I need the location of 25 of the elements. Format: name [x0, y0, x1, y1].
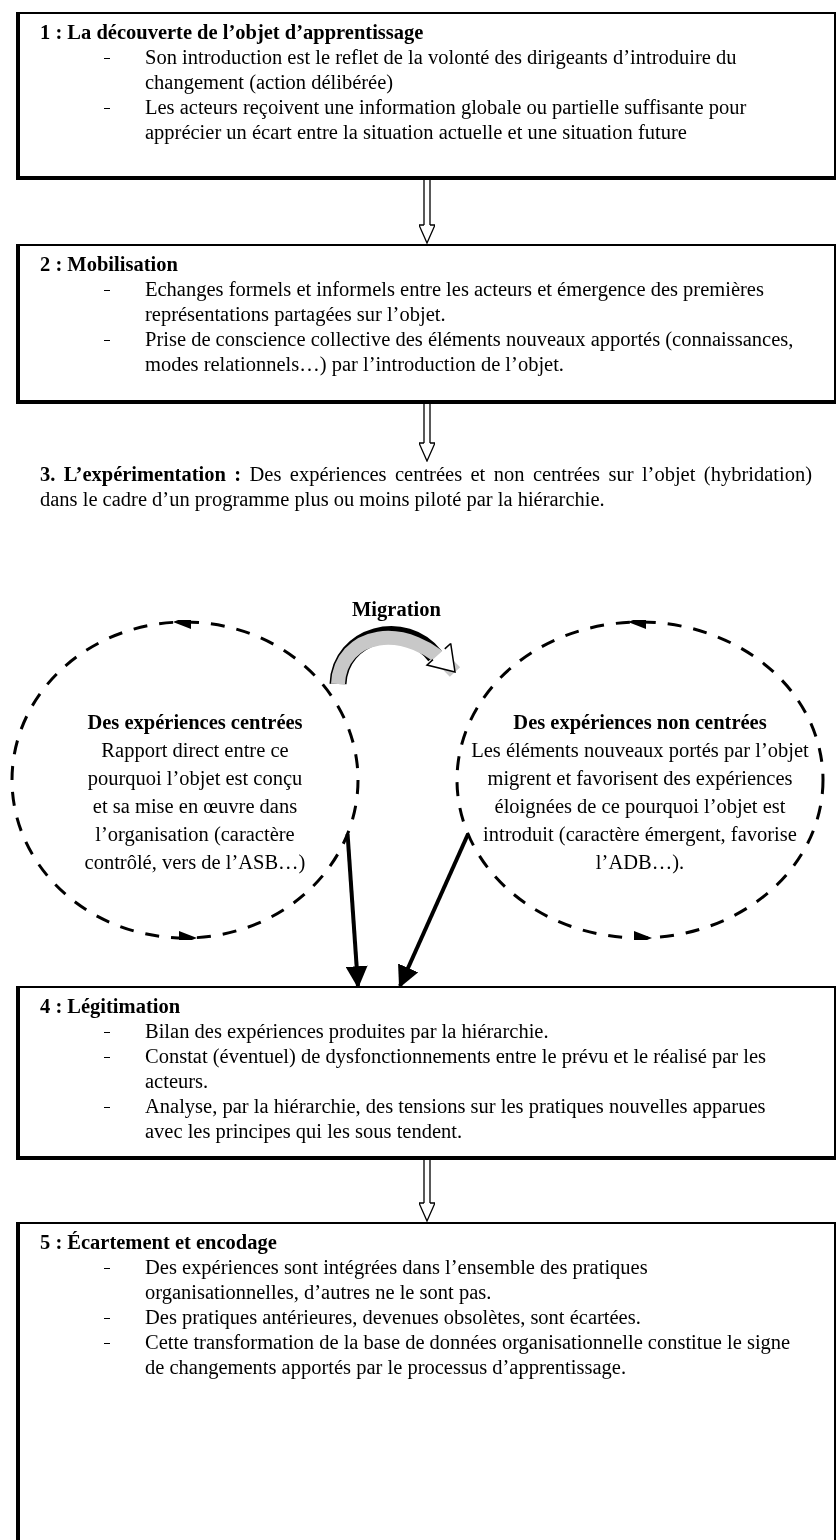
bullet-text: Cette transformation de la base de données organisationnelle constitue le signe de changements apportés par le processus d’apprentissage. [145, 1330, 792, 1380]
bullet-text: Les acteurs reçoivent une information globale ou partielle suffisante pour apprécier un écart entre la situation actuelle et une situation future [145, 95, 748, 145]
process-box [16, 244, 836, 404]
process-box [16, 986, 836, 1160]
step-heading: 5 : Écartement et encodage [40, 1230, 278, 1255]
cycle-description: Rapport direct entre ce pourquoi l’objet est conçu et sa mise en œuvre dans l’organisation (caractère contrôlé, vers de l’ASB…) [83, 738, 307, 876]
bullet-text: Constat (éventuel) de dysfonctionnements entre le prévu et le réalisé par les acteurs. [145, 1044, 768, 1094]
cycle-description: Les éléments nouveaux portés par l’objet migrent et favorisent des expériences éloignées de ce pourquoi l’objet est introduit (caractère émergent, favorise l’ADB…). [470, 738, 810, 876]
dashed-cycle-ellipse [455, 620, 825, 940]
bullet-text: Echanges formels et informels entre les acteurs et émergence des premières représentations partagées sur l’objet. [145, 277, 765, 327]
step-heading: 2 : Mobilisation [40, 252, 179, 277]
process-box [16, 1222, 836, 1540]
step-heading: 1 : La découverte de l’objet d’apprentissage [40, 20, 425, 45]
bullet-text: Des expériences sont intégrées dans l’ensemble des pratiques organisationnelles, d’autres ne le sont pas. [145, 1255, 649, 1305]
dashed-cycle-ellipse [10, 620, 360, 940]
cycle-heading: Des expériences non centrées [512, 710, 768, 736]
cycle-heading: Des expériences centrées [86, 710, 304, 736]
step-description: 3. L’expérimentation : Des expériences centrées et non centrées sur l’objet (hybridation) dans le cadre d’un programme plus ou moins piloté par la hiérarchie. [40, 462, 812, 512]
bullet-text: Son introduction est le reflet de la volonté des dirigeants d’introduire du changement (action délibérée) [145, 45, 738, 95]
bullet-text: Des pratiques antérieures, devenues obsolètes, sont écartées. [145, 1305, 642, 1330]
step-heading: 4 : Légitimation [40, 994, 182, 1019]
bullet-text: Bilan des expériences produites par la hiérarchie. [145, 1019, 550, 1044]
process-box [16, 12, 836, 180]
bullet-text: Prise de conscience collective des éléments nouveaux apportés (connaissances, modes relationnels…) par l’introduction de l’objet. [145, 327, 795, 377]
bullet-text: Analyse, par la hiérarchie, des tensions sur les pratiques nouvelles apparues avec les principes qui les sous tendent. [145, 1094, 767, 1144]
